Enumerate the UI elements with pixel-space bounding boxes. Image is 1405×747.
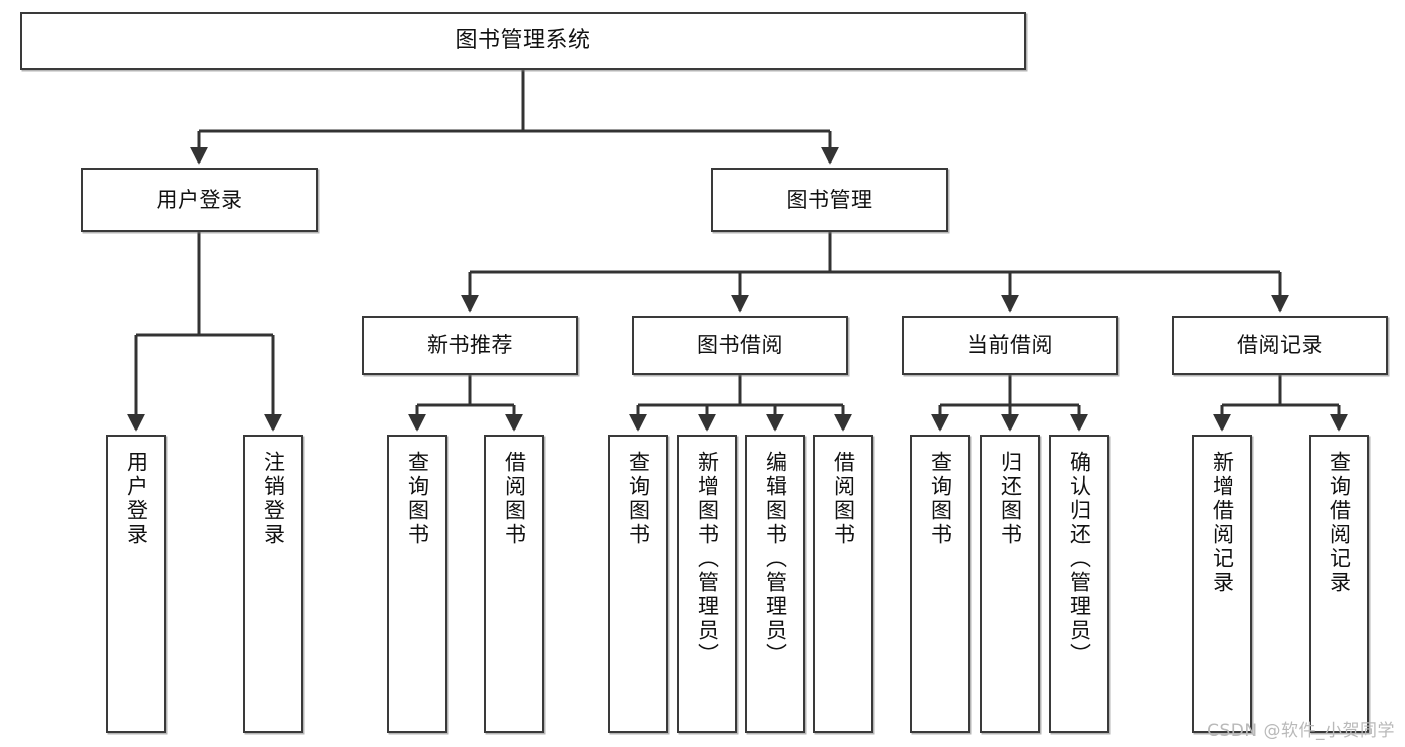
node-label: 新增图书（管理员） bbox=[695, 451, 720, 667]
node-current-borrow[interactable]: 当前借阅 bbox=[902, 316, 1118, 375]
node-leaf-query-book-2[interactable]: 查询图书 bbox=[608, 435, 668, 733]
node-leaf-user-login[interactable]: 用户登录 bbox=[106, 435, 166, 733]
node-label: 新增借阅记录 bbox=[1210, 451, 1235, 595]
node-label: 新书推荐 bbox=[427, 333, 513, 358]
node-label: 借阅记录 bbox=[1237, 333, 1323, 358]
node-label: 当前借阅 bbox=[967, 333, 1053, 358]
node-label: 用户登录 bbox=[124, 451, 149, 547]
node-root-system[interactable]: 图书管理系统 bbox=[20, 12, 1026, 70]
node-label: 图书管理系统 bbox=[455, 28, 591, 54]
node-leaf-borrow-book-1[interactable]: 借阅图书 bbox=[484, 435, 544, 733]
node-label: 用户登录 bbox=[156, 187, 243, 212]
node-leaf-logout[interactable]: 注销登录 bbox=[243, 435, 303, 733]
node-label: 查询借阅记录 bbox=[1327, 451, 1352, 595]
node-user-login[interactable]: 用户登录 bbox=[81, 168, 318, 232]
node-leaf-return-book[interactable]: 归还图书 bbox=[980, 435, 1040, 733]
node-book-management[interactable]: 图书管理 bbox=[711, 168, 948, 232]
node-label: 借阅图书 bbox=[831, 451, 856, 547]
node-label: 图书借阅 bbox=[697, 333, 783, 358]
node-leaf-borrow-book-2[interactable]: 借阅图书 bbox=[813, 435, 873, 733]
node-leaf-query-book-1[interactable]: 查询图书 bbox=[387, 435, 447, 733]
node-leaf-query-book-3[interactable]: 查询图书 bbox=[910, 435, 970, 733]
node-label: 借阅图书 bbox=[502, 451, 527, 547]
node-label: 注销登录 bbox=[261, 451, 286, 547]
node-label: 查询图书 bbox=[405, 451, 430, 547]
node-leaf-edit-book[interactable]: 编辑图书（管理员） bbox=[745, 435, 805, 733]
node-leaf-add-record[interactable]: 新增借阅记录 bbox=[1192, 435, 1252, 733]
node-leaf-confirm-return[interactable]: 确认归还（管理员） bbox=[1049, 435, 1109, 733]
node-label: 编辑图书（管理员） bbox=[763, 451, 788, 667]
node-label: 确认归还（管理员） bbox=[1067, 451, 1092, 667]
node-label: 查询图书 bbox=[626, 451, 651, 547]
watermark-text: CSDN @软件_小贺同学 bbox=[1207, 721, 1395, 741]
node-label: 图书管理 bbox=[786, 187, 873, 212]
node-leaf-add-book[interactable]: 新增图书（管理员） bbox=[677, 435, 737, 733]
node-book-borrow[interactable]: 图书借阅 bbox=[632, 316, 848, 375]
node-label: 归还图书 bbox=[998, 451, 1023, 547]
node-new-book-recommend[interactable]: 新书推荐 bbox=[362, 316, 578, 375]
node-leaf-query-record[interactable]: 查询借阅记录 bbox=[1309, 435, 1369, 733]
node-borrow-record[interactable]: 借阅记录 bbox=[1172, 316, 1388, 375]
node-label: 查询图书 bbox=[928, 451, 953, 547]
